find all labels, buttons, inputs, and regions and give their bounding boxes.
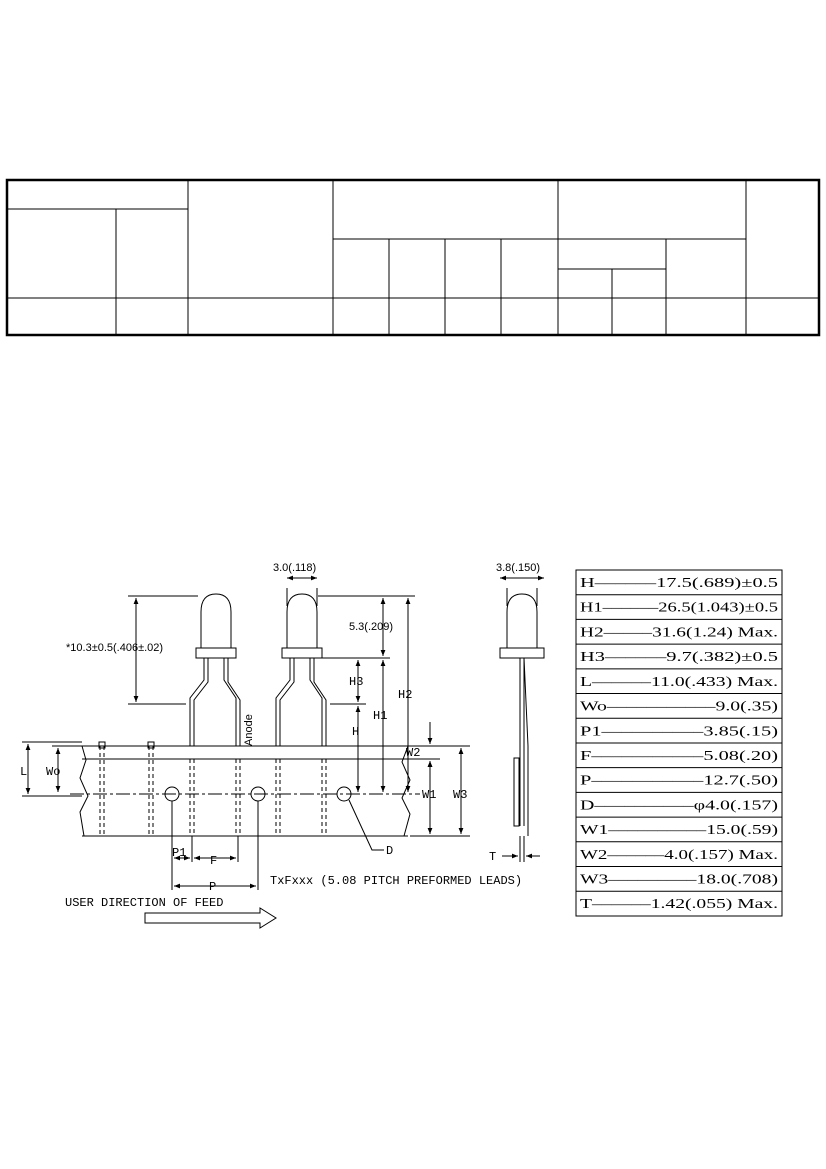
cut-lead-stub (147, 741, 155, 749)
t-label: T (489, 850, 496, 864)
h1-label: H1 (373, 709, 387, 723)
dimension-lines (22, 575, 544, 890)
anode-label: Anode (243, 714, 255, 746)
feed-direction-label: USER DIRECTION OF FEED (65, 896, 223, 910)
led-width-label: 3.0(.118) (273, 562, 316, 574)
cut-lead-stub (98, 741, 106, 749)
spec-table-row: H2–––––31.6(1.24) Max. (580, 624, 778, 639)
led-component (275, 593, 327, 746)
led-height-label: 5.3(.209) (349, 621, 393, 633)
wo-label: Wo (46, 765, 60, 779)
p-label: P (209, 880, 216, 894)
spec-table-row: L––––––11.0(.433) Max. (580, 674, 778, 689)
led-component (189, 593, 241, 746)
spec-table-row: P1––––––––––3.85(.15) (580, 723, 778, 738)
p1-label: P1 (172, 846, 186, 860)
h2-label: H2 (398, 688, 412, 702)
caption: TxFxxx (5.08 PITCH PREFORMED LEADS) (270, 874, 522, 888)
spec-table-row: W3–––––––––18.0(.708) (580, 872, 778, 887)
spec-table-row: P–––––––––––12.7(.50) (580, 773, 778, 788)
l-label: L (20, 765, 27, 779)
spec-table-row: W1––––––––––15.0(.59) (580, 822, 778, 837)
spec-table-row: T––––––1.42(.055) Max. (580, 896, 778, 911)
flange-height-label: *10.3±0.5(.406±.02) (66, 642, 163, 654)
side-view (499, 593, 545, 836)
spec-table-row: D––––––––––φ4.0(.157) (580, 797, 778, 812)
spec-table-row: H1––––––26.5(1.043)±0.5 (580, 600, 778, 615)
carrier-tape (70, 745, 420, 837)
table-outer-border (5, 178, 821, 337)
lead-traces (99, 746, 327, 836)
f-label: F (210, 854, 217, 868)
w2-label: W2 (406, 746, 420, 760)
d-label: D (386, 844, 393, 858)
w3-label: W3 (453, 788, 467, 802)
spec-table: H––––––17.5(.689)±0.5H1––––––26.5(1.043)… (575, 569, 783, 917)
side-width-label: 3.8(.150) (496, 562, 540, 574)
w1-label: W1 (422, 788, 436, 802)
feed-direction-arrow (144, 907, 277, 929)
sprocket-hole (336, 786, 352, 802)
spec-table-row: W2––––––4.0(.157) Max. (580, 847, 778, 862)
spec-table-row: Wo–––––––––––9.0(.35) (580, 699, 778, 714)
spec-table-row: H3––––––9.7(.382)±0.5 (580, 649, 778, 664)
spec-table-row: F–––––––––––5.08(.20) (580, 748, 778, 763)
spec-table-row: H––––––17.5(.689)±0.5 (580, 575, 778, 590)
h3-label: H3 (349, 675, 363, 689)
h-label: H (352, 725, 359, 739)
